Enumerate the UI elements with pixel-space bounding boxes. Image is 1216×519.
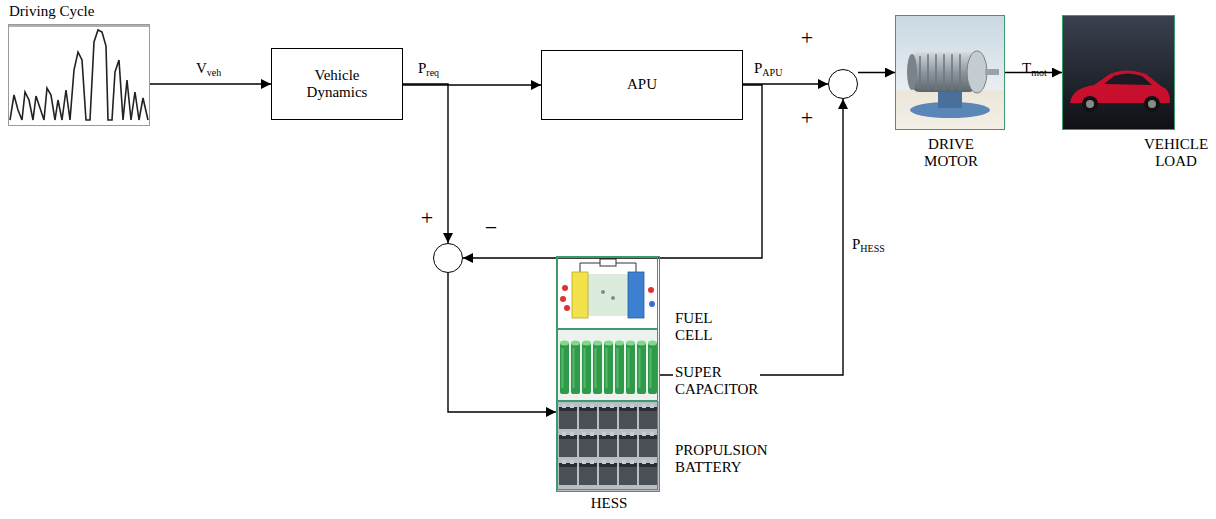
- signal-symbol: P: [418, 60, 426, 76]
- signal-arrow: [448, 273, 556, 412]
- vehicle-load-art: [1062, 15, 1175, 130]
- motor-endcap: [967, 51, 987, 93]
- sign-label: +: [797, 107, 817, 129]
- node-label: FUEL CELL: [673, 310, 714, 345]
- signal-subscript: HESS: [860, 243, 884, 254]
- signal-subscript: req: [426, 67, 439, 78]
- molecule: [560, 296, 566, 302]
- supercapacitor-image: SUPER CAPACITOR: [557, 329, 658, 401]
- car-hub: [1148, 100, 1156, 108]
- signal-symbol: T: [1022, 60, 1031, 76]
- supercapacitor-background: [557, 329, 659, 400]
- ion: [611, 296, 615, 300]
- molecule: [649, 301, 655, 307]
- node-label: Vehicle Dynamics: [292, 67, 382, 102]
- speed-trace: [10, 30, 148, 120]
- molecule: [564, 305, 570, 311]
- node-label: SUPER CAPACITOR: [673, 364, 760, 399]
- motor-rear: [907, 54, 917, 90]
- supercapacitor-cells: [559, 338, 658, 398]
- node-label: DRIVE MOTOR: [913, 136, 989, 171]
- signal-symbol: V: [196, 60, 207, 76]
- fuel-cell-electrolyte: [588, 274, 628, 316]
- battery-image: PROPULSION BATTERY: [557, 401, 658, 490]
- motor-shaft: [985, 69, 999, 75]
- signal-subscript: mot: [1031, 67, 1047, 78]
- motor-fins: [920, 54, 960, 90]
- sign-label: +: [797, 27, 817, 49]
- hess-group: HESSFUEL CELLSUPER CAPACITORPROPULSION B…: [556, 256, 660, 492]
- signal-symbol: P: [852, 236, 860, 252]
- node-label: Driving Cycle: [9, 3, 149, 20]
- signal-subscript: veh: [207, 67, 221, 78]
- ion: [601, 290, 605, 294]
- drive-motor-image: DRIVE MOTOR: [895, 15, 1005, 130]
- drive-motor-art: [895, 15, 1005, 130]
- summing-junction: +−: [433, 243, 463, 273]
- sign-label: +: [417, 207, 437, 229]
- fuel-cell-cathode: [628, 272, 644, 318]
- fuel-cell-anode: [572, 272, 588, 318]
- plot-background: [8, 24, 150, 126]
- signal-label: Vveh: [196, 60, 221, 77]
- node-label: APU: [627, 76, 657, 93]
- signal-arrow: [858, 72, 895, 73]
- signal-label: Preq: [418, 60, 439, 77]
- process-box: Vehicle Dynamics: [271, 48, 403, 120]
- signal-subscript: APU: [762, 67, 782, 78]
- battery-background: [557, 401, 659, 491]
- battery-art: [557, 401, 659, 491]
- motor-background: [895, 15, 1005, 130]
- vehicle-load-image: VEHICLE LOAD: [1062, 15, 1175, 130]
- signal-label: PAPU: [754, 60, 782, 77]
- node-label: VEHICLE LOAD: [1139, 136, 1213, 171]
- driving-cycle-plot: Driving Cycle: [8, 24, 150, 126]
- car-window: [1104, 74, 1152, 86]
- sign-label: −: [481, 217, 501, 239]
- fuel-cell-art: [557, 257, 659, 328]
- driving-cycle-art: [8, 24, 150, 126]
- signal-arrow: [463, 85, 762, 258]
- motor-housing: [912, 52, 976, 92]
- car-hub: [1086, 100, 1094, 108]
- fuel-cell-image: FUEL CELL: [557, 257, 658, 329]
- fuel-cell-load: [600, 259, 616, 266]
- process-box: APU: [541, 50, 743, 120]
- molecule: [648, 287, 654, 293]
- signal-label: Tmot: [1022, 60, 1047, 77]
- signal-arrow: [660, 99, 843, 375]
- signal-symbol: P: [754, 60, 762, 76]
- signal-arrow: [150, 83, 271, 84]
- node-label: HESS: [557, 495, 661, 512]
- car-wheel: [1082, 96, 1098, 112]
- signal-arrow: [403, 84, 448, 243]
- car-wheel: [1144, 96, 1160, 112]
- fuel-cell-background: [557, 257, 659, 328]
- supercapacitor-art: [557, 329, 659, 400]
- car-background: [1062, 15, 1175, 130]
- molecule: [562, 285, 568, 291]
- summing-junction: ++: [828, 69, 858, 99]
- battery-cells: [558, 404, 658, 488]
- node-label: PROPULSION BATTERY: [673, 442, 770, 477]
- signal-label: PHESS: [852, 236, 885, 253]
